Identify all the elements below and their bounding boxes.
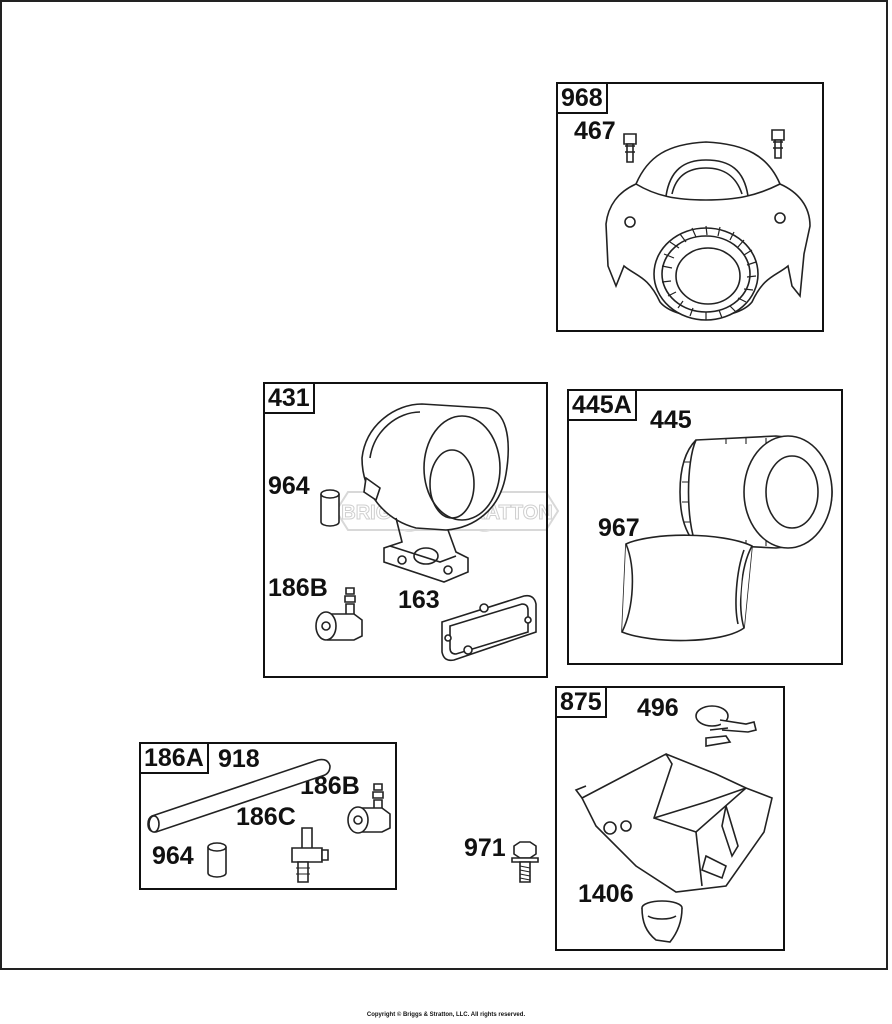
kit-445A-box: 445A bbox=[567, 389, 843, 665]
kit-445A-label[interactable]: 445A bbox=[569, 391, 637, 421]
breather-tube-918-drawing bbox=[146, 754, 332, 834]
breather-fitting-186B-second-drawing bbox=[342, 780, 394, 838]
part-163-label[interactable]: 163 bbox=[398, 586, 440, 614]
spacer-964-second-drawing bbox=[206, 842, 228, 878]
hose-clamp-496-drawing bbox=[690, 700, 760, 752]
kit-431-label[interactable]: 431 bbox=[265, 384, 315, 414]
part-964-second-label[interactable]: 964 bbox=[152, 842, 194, 870]
kit-875-label[interactable]: 875 bbox=[557, 688, 607, 718]
elbow-1406-drawing bbox=[634, 898, 686, 946]
kit-431-box: 431 bbox=[263, 382, 548, 678]
part-964-label[interactable]: 964 bbox=[268, 472, 310, 500]
part-971-label[interactable]: 971 bbox=[464, 834, 506, 862]
part-467-label[interactable]: 467 bbox=[574, 117, 616, 145]
air-cleaner-base-drawing bbox=[356, 398, 516, 582]
kit-875-box: 875 bbox=[555, 686, 785, 951]
gasket-163-drawing bbox=[438, 592, 540, 664]
tee-fitting-186C-drawing bbox=[286, 826, 330, 884]
knob-right-icon bbox=[772, 130, 784, 158]
kit-186A-box: 186A bbox=[139, 742, 397, 890]
part-496-label[interactable]: 496 bbox=[637, 694, 679, 722]
bolt-971-drawing bbox=[510, 840, 540, 884]
knob-left-icon bbox=[624, 134, 636, 162]
spacer-964-drawing bbox=[318, 488, 342, 528]
part-186B-label[interactable]: 186B bbox=[268, 574, 328, 602]
part-186C-label[interactable]: 186C bbox=[236, 803, 296, 831]
pre-cleaner-967-drawing bbox=[612, 528, 762, 648]
part-1406-label[interactable]: 1406 bbox=[578, 880, 634, 908]
part-967-label[interactable]: 967 bbox=[598, 514, 640, 542]
kit-186A-label[interactable]: 186A bbox=[141, 744, 209, 774]
breather-fitting-186B-drawing bbox=[308, 584, 368, 646]
kit-968-label[interactable]: 968 bbox=[558, 84, 608, 114]
bracket-875-drawing bbox=[576, 746, 776, 896]
copyright-notice: Copyright © Briggs & Stratton, LLC. All … bbox=[366, 1012, 526, 1018]
diagram-frame bbox=[0, 0, 888, 970]
part-445-label[interactable]: 445 bbox=[650, 406, 692, 434]
air-filter-445-drawing bbox=[676, 432, 836, 552]
part-918-label[interactable]: 918 bbox=[218, 745, 260, 773]
kit-968-box: 968 bbox=[556, 82, 824, 332]
air-cleaner-cover-drawing bbox=[596, 126, 816, 326]
